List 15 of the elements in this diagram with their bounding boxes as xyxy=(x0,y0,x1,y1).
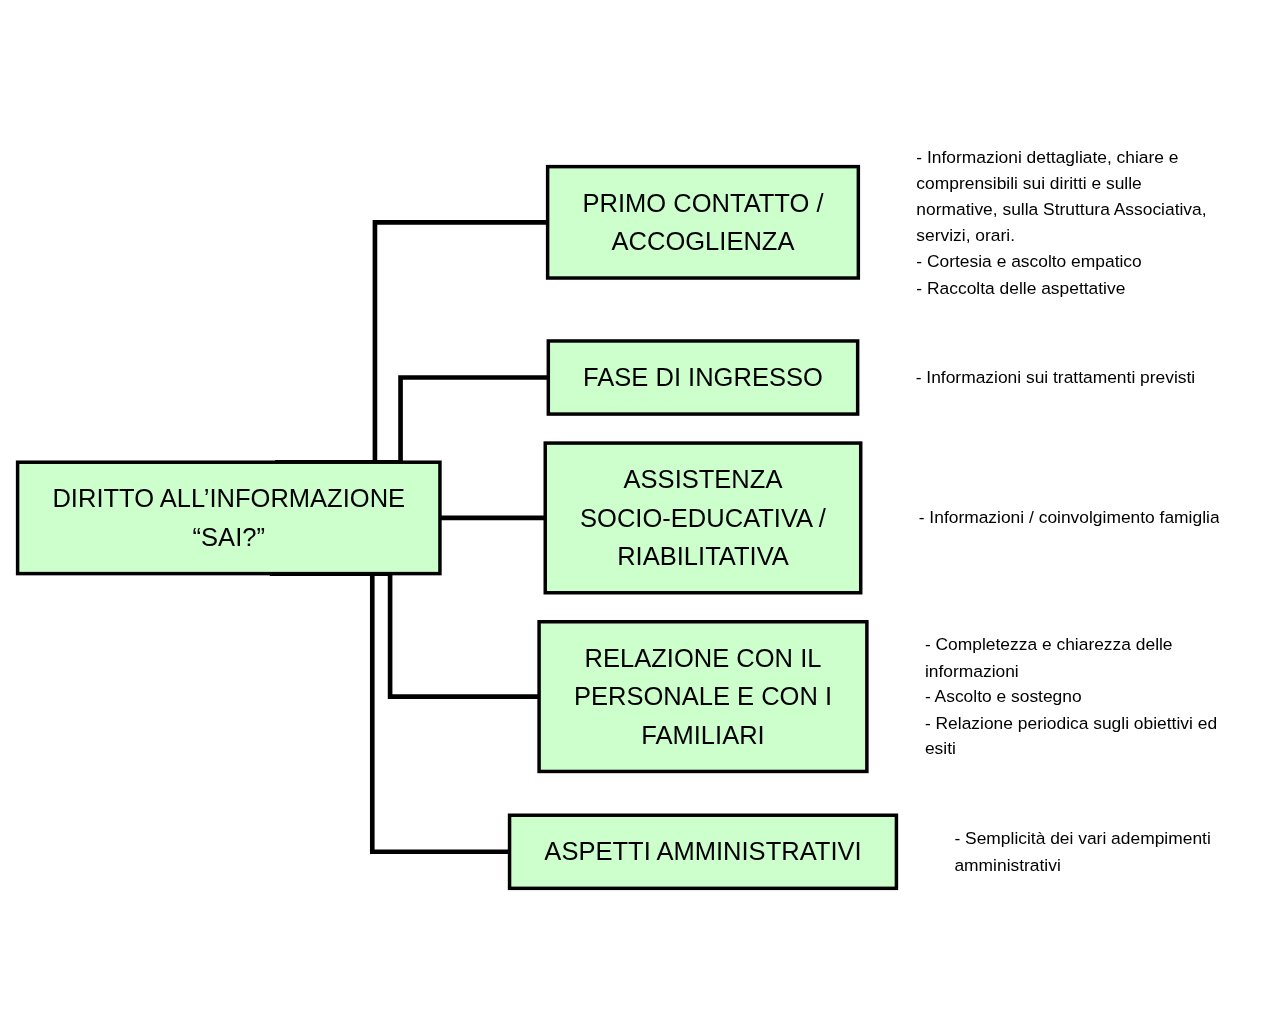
node-box xyxy=(537,619,869,773)
node-label: - Raccolta delle aspettative xyxy=(916,276,1126,297)
node-box xyxy=(545,164,861,280)
node-label: - Informazioni / coinvolgimento famiglia xyxy=(918,506,1220,527)
node-label: - Ascolto e sostegno xyxy=(924,685,1082,706)
node-box xyxy=(543,440,863,595)
node-label: - Cortesia e ascolto empatico xyxy=(916,250,1142,271)
node-label: - Semplicità dei vari adempimenti amministrativi xyxy=(954,827,1211,874)
node-box xyxy=(507,813,899,890)
node-box xyxy=(546,338,860,416)
node-label: - Relazione periodica sugli obiettivi ed esiti xyxy=(924,711,1218,758)
node-box xyxy=(15,460,442,575)
node-label: - Informazioni sui trattamenti previsti xyxy=(915,366,1196,387)
node-label: - Informazioni dettagliate, chiare e comprensibili sui diritti e sulle normative, sulla Struttura Associativa, servizi, orari. xyxy=(916,145,1207,244)
node-label: - Completezza e chiarezza delle informazioni xyxy=(924,633,1173,680)
